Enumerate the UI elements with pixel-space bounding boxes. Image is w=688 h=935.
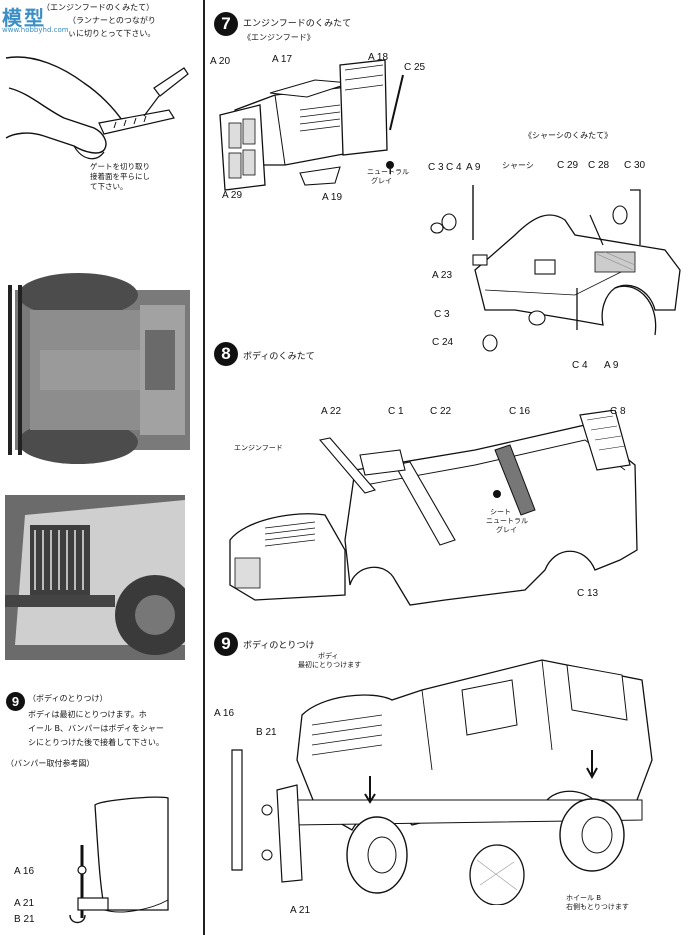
part-label-c8: C 8 bbox=[610, 406, 626, 417]
part-label-b21: B 21 bbox=[256, 727, 277, 738]
part-label-c13: C 13 bbox=[577, 588, 599, 599]
front-view-image bbox=[5, 495, 185, 660]
part-label-a21: A 21 bbox=[290, 905, 311, 916]
step7-number: 7 bbox=[214, 12, 238, 36]
bumper-ref-title: （バンパー取付参考図） bbox=[6, 759, 95, 768]
body-note: ボディ 最初にとりつけます bbox=[298, 652, 361, 670]
watermark-text: 模型 bbox=[2, 6, 46, 30]
wheel-note-line: ホイール B bbox=[566, 894, 602, 902]
part-label-c1: C 1 bbox=[388, 406, 404, 417]
gate-note-line: 接着面を平らにし bbox=[90, 172, 150, 181]
part-label-a20: A 20 bbox=[210, 56, 231, 67]
gate-note-line: ゲートを切り取り bbox=[90, 162, 150, 171]
chassis-label: シャーシ bbox=[502, 161, 534, 170]
bumper-reference-diagram bbox=[69, 796, 169, 924]
left-step9-line: ボディは最初にとりつけます。ホ bbox=[28, 710, 147, 719]
part-label-a17: A 17 bbox=[272, 54, 293, 65]
tip-text-2: ぃに切りとって下さい。 bbox=[68, 29, 156, 38]
part-label-c28: C 28 bbox=[588, 160, 610, 171]
seat-paint-note: シート ニュートラル グレイ bbox=[486, 508, 528, 535]
wheel-note-line: 右側もとりつけます bbox=[566, 903, 629, 911]
part-label-c30: C 30 bbox=[624, 160, 646, 171]
hood-label: エンジンフード bbox=[234, 444, 283, 452]
chassis-assembly-diagram bbox=[430, 185, 681, 352]
part-label-c22: C 22 bbox=[430, 406, 452, 417]
paint-name-line: グレイ bbox=[371, 177, 392, 185]
paint-name-line: ニュートラル bbox=[367, 168, 409, 176]
step9-title: ボディのとりつけ bbox=[243, 641, 315, 651]
body-note-line: 最初にとりつけます bbox=[298, 661, 362, 669]
part-label-c4-bottom: C 4 bbox=[572, 360, 588, 371]
part-label-c29: C 29 bbox=[557, 160, 579, 171]
step8-number: 8 bbox=[214, 342, 238, 366]
engine-hood-assembly-diagram bbox=[219, 59, 404, 191]
gate-note: ゲートを切り取り 接着面を平らにし て下さい。 bbox=[90, 162, 150, 192]
seat-paint-line: ニュートラル bbox=[486, 517, 528, 525]
body-mounting-diagram bbox=[231, 659, 653, 905]
chassis-underside-photo bbox=[0, 270, 200, 470]
seat-paint-line: シート bbox=[490, 508, 511, 516]
part-label-c3-top: C 3 bbox=[428, 162, 444, 173]
part-label-a29: A 29 bbox=[222, 190, 243, 201]
left-step9-number: 9 bbox=[6, 692, 25, 711]
body-assembly-diagram bbox=[229, 410, 638, 606]
bumper-part-a21: A 21 bbox=[14, 898, 35, 909]
step7-paint-note: ニュートラル グレイ bbox=[367, 168, 409, 186]
part-label-c24: C 24 bbox=[432, 337, 454, 348]
step7-subtitle: 《エンジンフード》 bbox=[243, 33, 315, 42]
chassis-title: 《シャーシのくみたて》 bbox=[524, 131, 613, 140]
part-label-a9-bottom: A 9 bbox=[604, 360, 619, 371]
part-label-a19: A 19 bbox=[322, 192, 343, 203]
part-label-a22: A 22 bbox=[321, 406, 342, 417]
gate-note-line: て下さい。 bbox=[90, 182, 128, 191]
body-note-line: ボディ bbox=[318, 652, 339, 660]
part-label-c16: C 16 bbox=[509, 406, 531, 417]
part-label-c4-top: C 4 bbox=[446, 162, 462, 173]
part-label-c25: C 25 bbox=[404, 62, 426, 73]
left-step9-line: イール B、バンパーはボディをシャー bbox=[28, 724, 164, 733]
chassis-underside-image bbox=[8, 273, 190, 464]
watermark-logo: 模型 www.hobbyhd.com bbox=[2, 2, 69, 36]
front-view-photo bbox=[5, 495, 185, 660]
left-step9-title: （ボディのとりつけ） bbox=[28, 694, 108, 703]
tip-title: （エンジンフードのくみたて） bbox=[42, 3, 155, 12]
seat-paint-line: グレイ bbox=[496, 526, 517, 534]
bumper-part-b21: B 21 bbox=[14, 914, 35, 925]
bumper-part-a16: A 16 bbox=[14, 866, 35, 877]
left-step9-line: シにとりつけた後で接着して下さい。 bbox=[28, 738, 164, 747]
left-step9-text: ボディは最初にとりつけます。ホ イール B、バンパーはボディをシャー シにとりつ… bbox=[28, 708, 164, 750]
wheel-note: ホイール B 右側もとりつけます bbox=[566, 894, 629, 912]
step8-title: ボディのくみたて bbox=[243, 352, 315, 362]
column-divider bbox=[203, 0, 205, 935]
hand-cutting-illustration bbox=[5, 56, 189, 160]
part-label-a9-top: A 9 bbox=[466, 162, 481, 173]
step9-number: 9 bbox=[214, 632, 238, 656]
step7-title: エンジンフードのくみたて bbox=[243, 19, 352, 29]
part-label-c3-bottom: C 3 bbox=[434, 309, 450, 320]
part-label-a18: A 18 bbox=[368, 52, 389, 63]
part-label-a16-step9: A 16 bbox=[214, 708, 235, 719]
part-label-a23: A 23 bbox=[432, 270, 453, 281]
watermark-url: www.hobbyhd.com bbox=[2, 26, 69, 34]
tip-text-1: （ランナーとのつながり bbox=[68, 16, 156, 25]
